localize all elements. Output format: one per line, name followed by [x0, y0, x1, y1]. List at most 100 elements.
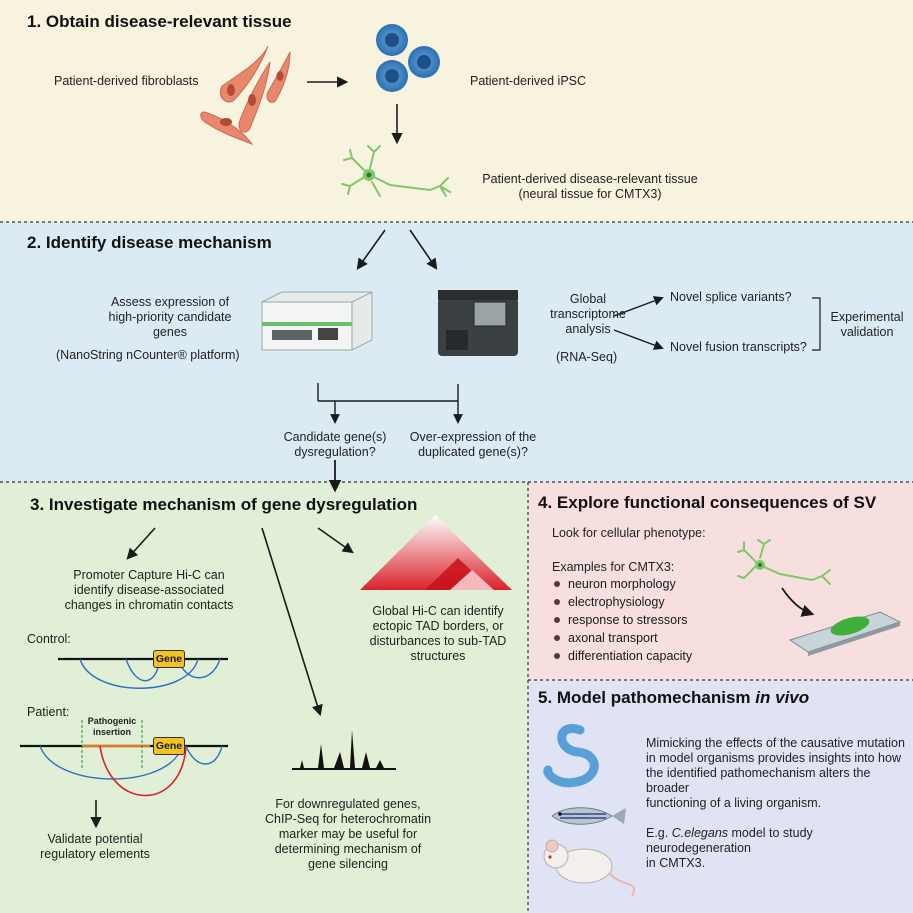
- pathogenic-line2: insertion: [92, 727, 131, 737]
- arrow-to-sequencer: [409, 229, 438, 270]
- chip-line4: determining mechanism of: [274, 842, 422, 856]
- globalhic-line1: Global Hi-C can identify: [372, 604, 504, 618]
- celegans-example: E.g. C.elegans model to study neurodegen…: [646, 826, 908, 871]
- fusion-transcripts-label: Novel fusion transcripts?: [670, 340, 807, 354]
- ipsc-cells-icon: [376, 24, 440, 92]
- list-item: electrophysiology: [552, 593, 692, 611]
- list-item: response to stressors: [552, 611, 692, 629]
- global-line2: transcriptome: [550, 307, 626, 321]
- panel-functional-consequences: [528, 482, 913, 680]
- eg-line1: E.g. C.elegans model to study neurodegen…: [646, 826, 908, 856]
- validate-elements-label: Validate potential regulatory elements: [30, 832, 160, 862]
- global-line3: analysis: [565, 322, 611, 336]
- ipsc-label: Patient-derived iPSC: [470, 74, 587, 88]
- candidate-line1: Candidate gene(s): [283, 430, 387, 444]
- gene-label: Gene: [155, 740, 183, 752]
- exp-line1: Experimental: [830, 310, 904, 324]
- overexpression-label: Over-expression of the duplicated gene(s…: [398, 430, 548, 460]
- arrow-to-fusion: [613, 329, 664, 350]
- candidate-line2: dysregulation?: [294, 445, 376, 459]
- tissue-label-line1: Patient-derived disease-relevant tissue: [482, 172, 698, 186]
- global-transcriptome-label: Global transcriptome analysis: [548, 292, 628, 337]
- neuron-culture-icon: [737, 539, 831, 585]
- gene-label: Gene: [155, 653, 183, 665]
- splice-variants-label: Novel splice variants?: [670, 290, 792, 304]
- overexp-line1: Over-expression of the: [409, 430, 537, 444]
- panel5-title: 5. Model pathomechanism in vivo: [538, 688, 809, 708]
- overexp-line2: duplicated gene(s)?: [418, 445, 528, 459]
- eg-prefix: E.g.: [646, 826, 669, 840]
- panel3-title: 3. Investigate mechanism of gene dysregu…: [30, 495, 418, 514]
- microscope-slide-icon: [788, 611, 902, 656]
- experimental-validation-label: Experimental validation: [824, 310, 910, 340]
- mouse-icon: [543, 839, 635, 897]
- panel-obtain-tissue: [0, 0, 913, 222]
- panel5-title-italic: in vivo: [755, 688, 810, 707]
- model-organism-paragraph: Mimicking the effects of the causative m…: [646, 736, 908, 811]
- globalhic-line4: structures: [410, 649, 466, 663]
- panel4-title: 4. Explore functional consequences of SV: [538, 493, 877, 512]
- global-line1: Global: [569, 292, 607, 306]
- assess-line2: high-priority candidate: [108, 310, 232, 324]
- chip-line2: ChIP-Seq for heterochromatin: [264, 812, 432, 826]
- pathogenic-line1: Pathogenic: [87, 716, 137, 726]
- tad-triangles-icon: [360, 515, 512, 590]
- chip-line3: marker may be useful for: [278, 827, 418, 841]
- gene-box-patient: Gene: [153, 737, 185, 755]
- sequencer-instrument-icon: [438, 290, 518, 356]
- panel1-title: 1. Obtain disease-relevant tissue: [27, 12, 292, 31]
- control-label: Control:: [27, 632, 71, 646]
- rnaseq-label: (RNA-Seq): [556, 350, 618, 364]
- tissue-label: Patient-derived disease-relevant tissue …: [460, 172, 720, 202]
- patient-label: Patient:: [27, 705, 70, 719]
- para-line3: the identified pathomechanism alters the…: [646, 766, 871, 795]
- worm-icon: [543, 724, 599, 788]
- eg-rest: model to study neurodegeneration: [646, 826, 813, 855]
- nanostring-label: (NanoString nCounter® platform): [56, 348, 240, 362]
- arrow-to-slide: [781, 587, 815, 617]
- arrow-to-chipseq: [261, 527, 323, 717]
- fibroblasts-label: Patient-derived fibroblasts: [54, 74, 199, 88]
- control-chromatin-diagram: [58, 657, 228, 689]
- list-item: axonal transport: [552, 629, 692, 647]
- look-for-phenotype: Look for cellular phenotype:: [552, 526, 706, 540]
- chipseq-label: For downregulated genes, ChIP-Seq for he…: [248, 797, 448, 872]
- phenotype-list: neuron morphology electrophysiology resp…: [552, 575, 692, 665]
- list-item: neuron morphology: [552, 575, 692, 593]
- fibroblast-cells-icon: [200, 45, 291, 146]
- examples-label: Examples for CMTX3:: [552, 560, 675, 574]
- validate-line2: regulatory elements: [40, 847, 150, 861]
- promoter-line1: Promoter Capture Hi-C can: [73, 568, 225, 582]
- tissue-label-line2: (neural tissue for CMTX3): [518, 187, 662, 201]
- eg-italic: C.elegans: [671, 826, 729, 840]
- para-line2: in model organisms provides insights int…: [646, 751, 901, 765]
- validation-bracket: [812, 297, 821, 351]
- arrow-to-nanostring: [356, 229, 386, 270]
- merge-connector: [317, 383, 463, 424]
- candidate-dysregulation-label: Candidate gene(s) dysregulation?: [270, 430, 400, 460]
- panel5-title-main: 5. Model pathomechanism: [538, 688, 751, 707]
- eg-line2: in CMTX3.: [646, 856, 706, 870]
- zebrafish-icon: [551, 807, 626, 825]
- arrow-to-splice: [613, 296, 664, 317]
- promoter-line2: identify disease-associated: [73, 583, 225, 597]
- para-line4: functioning of a living organism.: [646, 796, 822, 810]
- para-line1: Mimicking the effects of the causative m…: [646, 736, 905, 750]
- global-hic-label: Global Hi-C can identify ectopic TAD bor…: [358, 604, 518, 664]
- assess-line3: genes: [152, 325, 188, 339]
- pathogenic-insertion-label: Pathogenic insertion: [82, 716, 142, 738]
- arrow-to-promoter-hic: [126, 527, 156, 560]
- panel2-title: 2. Identify disease mechanism: [27, 233, 272, 252]
- exp-line2: validation: [840, 325, 894, 339]
- gene-box-control: Gene: [153, 650, 185, 668]
- chip-line5: gene silencing: [308, 857, 388, 871]
- globalhic-line2: ectopic TAD borders, or: [372, 619, 504, 633]
- panel-dividers: [0, 221, 913, 913]
- chipseq-peaks-icon: [292, 730, 396, 770]
- globalhic-line3: disturbances to sub-TAD: [369, 634, 507, 648]
- validate-line1: Validate potential: [47, 832, 143, 846]
- assess-expression-label: Assess expression of high-priority candi…: [80, 295, 260, 340]
- assess-line1: Assess expression of: [110, 295, 230, 309]
- patient-chromatin-diagram: [20, 720, 228, 797]
